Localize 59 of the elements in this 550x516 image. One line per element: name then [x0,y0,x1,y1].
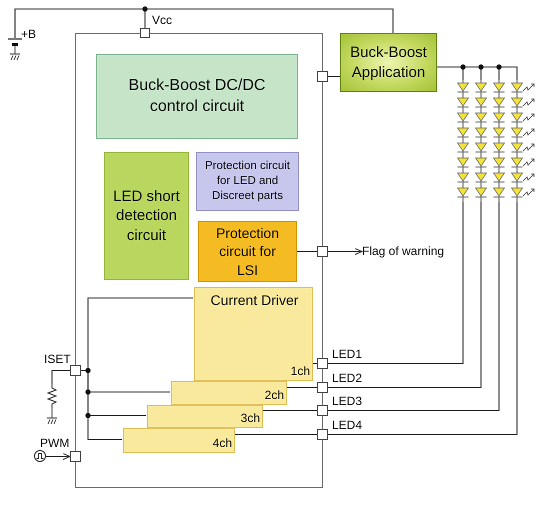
block-title: Current Driver [210,292,300,308]
resistor-symbol [47,384,57,408]
circuit-block [196,152,299,211]
application-block [340,33,437,92]
channel-label: 1ch [290,364,310,378]
wire [262,410,317,412]
pin-square [317,429,328,440]
block-label: Protection circuit for LSI [214,224,280,279]
wire [286,386,317,388]
led-string [511,80,523,202]
warning-flag-label: Flag of warning [362,244,458,259]
circuit-block [96,54,298,139]
led-string [475,80,487,202]
wire [296,250,317,252]
circuit-block [198,221,297,282]
circuit-block [104,152,189,280]
wire [328,202,464,364]
pin-label: PWM [40,436,70,450]
pin-label: ISET [44,352,71,366]
pin-label: LED3 [332,394,362,408]
wire [51,370,70,384]
channel-label: 3ch [240,411,260,425]
pin-square [140,28,150,38]
arrow [328,248,362,255]
pin-label: LED1 [332,347,362,361]
block-label: LED short detection circuit [112,186,181,246]
arrow [46,453,70,460]
chip-outline [75,33,323,488]
channel-label: 4ch [212,436,232,450]
wire [328,202,518,436]
block-label: Protection circuit for LED and Discreet parts [204,159,291,204]
wire [234,434,317,436]
wire [328,202,500,412]
driver-block [123,428,235,453]
pin-square [70,451,81,462]
pin-square [317,71,328,82]
battery-symbol [8,38,22,48]
driver-block [194,287,313,381]
block-label: Buck-Boost Application [349,43,428,82]
pin-square [317,405,328,416]
led-string [457,80,469,202]
wire [328,202,482,388]
channel-label: 2ch [264,388,284,402]
driver-block [147,405,263,428]
wire [14,8,394,38]
wire [328,76,340,78]
pin-square [317,382,328,393]
pin-square [317,246,328,257]
pulse-source-symbol [34,450,46,462]
pin-label: Vcc [152,13,172,27]
pin-square [317,358,328,369]
pin-label: LED2 [332,371,362,385]
block-label: Buck-Boost DC/DC control circuit [128,76,266,116]
led-string [493,80,505,202]
pin-label: LED4 [332,418,362,432]
wire [312,362,317,364]
supply-label: +B [21,27,36,41]
pin-square [70,365,81,376]
driver-block [171,381,287,405]
